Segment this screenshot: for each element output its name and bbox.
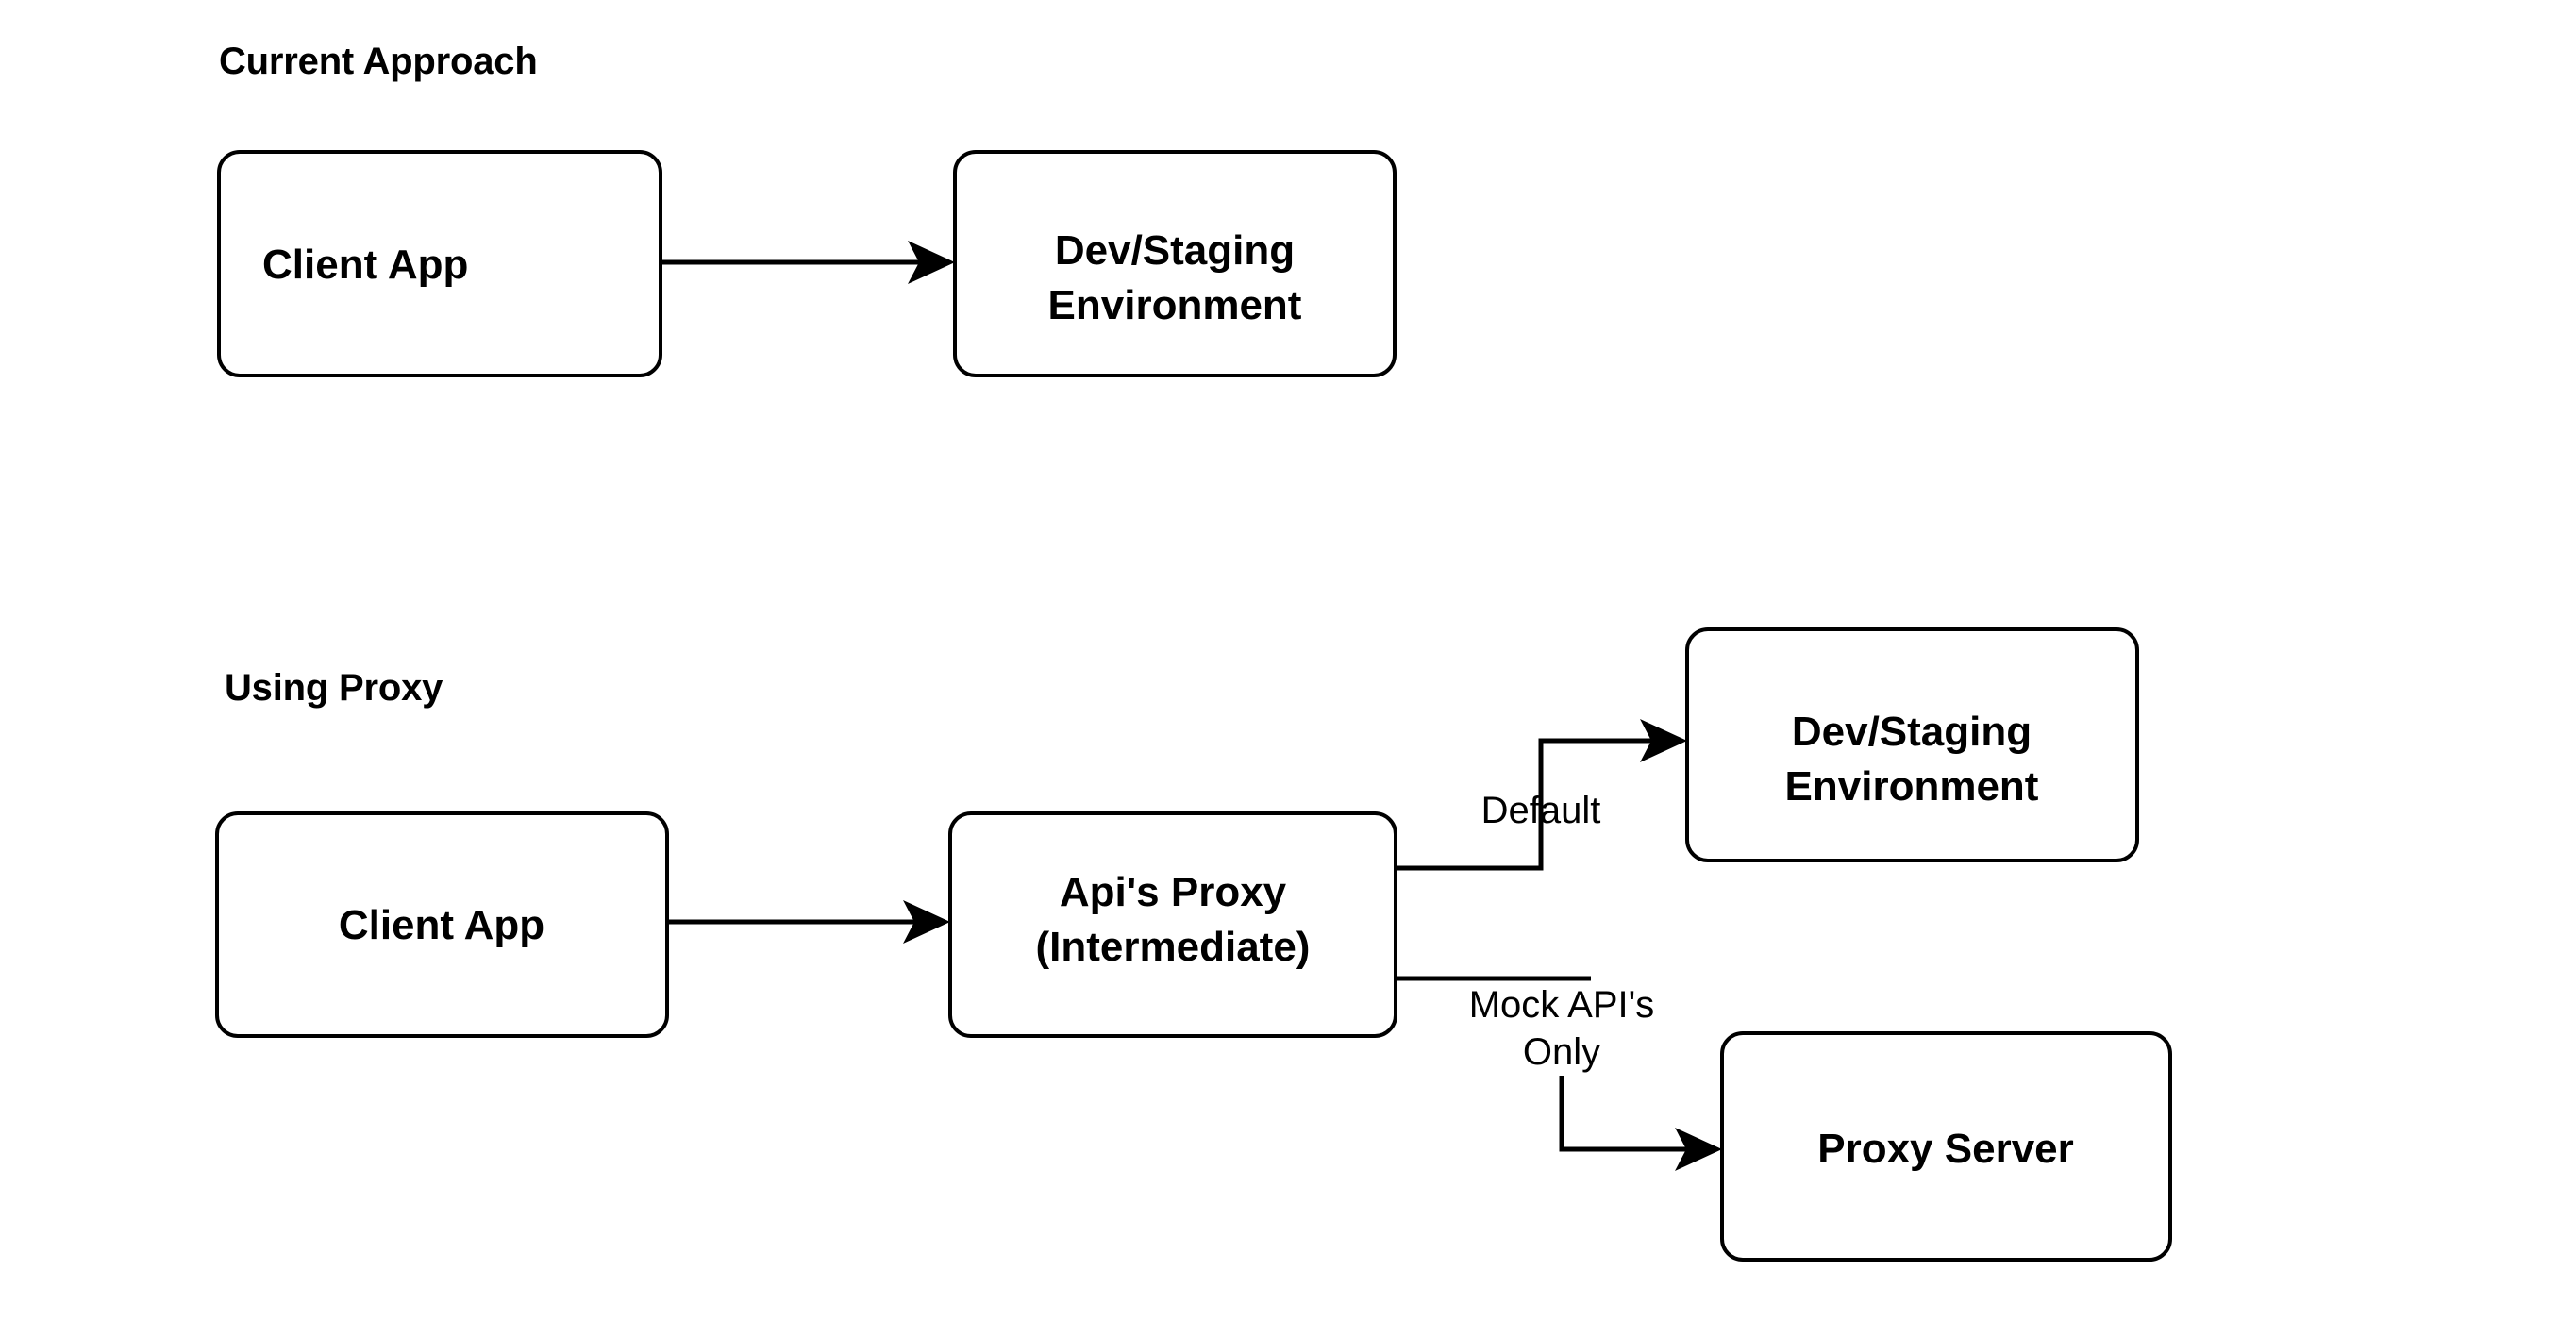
edge-proxy-to-proxyserver: Mock API's Only — [1396, 976, 1722, 1171]
node-proxy-server-label: Proxy Server — [1817, 1126, 2074, 1172]
edge-proxy-to-dev-arrowhead — [1640, 719, 1687, 762]
node-top-client-app[interactable]: Client App — [217, 150, 662, 377]
node-api-proxy-label-line1: Api's Proxy — [1060, 869, 1287, 915]
node-api-proxy-label-line2: (Intermediate) — [1036, 924, 1311, 970]
node-top-client-app-label: Client App — [262, 242, 468, 288]
edge-proxy-to-proxyserver-arrowhead — [1675, 1128, 1722, 1171]
edge-proxy-to-proxyserver-line-bottom — [1559, 1076, 1688, 1152]
section-title-current-approach: Current Approach — [219, 41, 538, 82]
node-bottom-client-app-shape — [215, 811, 669, 1038]
node-proxy-server-shape — [1720, 1031, 2172, 1262]
section-title-using-proxy: Using Proxy — [225, 667, 443, 709]
node-bottom-dev-staging-shape — [1685, 627, 2139, 862]
node-bottom-client-app[interactable]: Client App — [215, 811, 669, 1038]
node-api-proxy[interactable]: Api's Proxy (Intermediate) — [948, 811, 1397, 1038]
edge-proxy-to-dev-label: Default — [1481, 790, 1601, 831]
node-bottom-client-app-label: Client App — [339, 902, 544, 948]
edge-client-to-proxy — [667, 900, 950, 944]
node-api-proxy-shape — [948, 811, 1397, 1038]
node-bottom-dev-staging-label-line1: Dev/Staging — [1792, 709, 2032, 755]
edge-client-to-dev-arrowhead — [908, 241, 955, 284]
node-bottom-dev-staging[interactable]: Dev/Staging Environment — [1685, 627, 2139, 862]
edge-proxy-to-dev: Default — [1396, 719, 1687, 871]
edge-proxy-to-dev-line — [1396, 738, 1653, 871]
edge-client-to-proxy-arrowhead — [903, 900, 950, 944]
edge-client-to-dev — [661, 241, 955, 284]
node-top-dev-staging-label-line2: Environment — [1048, 282, 1302, 328]
edge-proxy-to-proxyserver-label-line2: Only — [1523, 1031, 1600, 1073]
node-proxy-server[interactable]: Proxy Server — [1720, 1031, 2172, 1262]
node-top-dev-staging-shape — [953, 150, 1397, 377]
node-top-dev-staging[interactable]: Dev/Staging Environment — [953, 150, 1397, 377]
node-bottom-dev-staging-label-line2: Environment — [1785, 763, 2039, 810]
edge-proxy-to-proxyserver-label-line1: Mock API's — [1469, 984, 1655, 1026]
node-top-dev-staging-label-line1: Dev/Staging — [1055, 227, 1295, 274]
